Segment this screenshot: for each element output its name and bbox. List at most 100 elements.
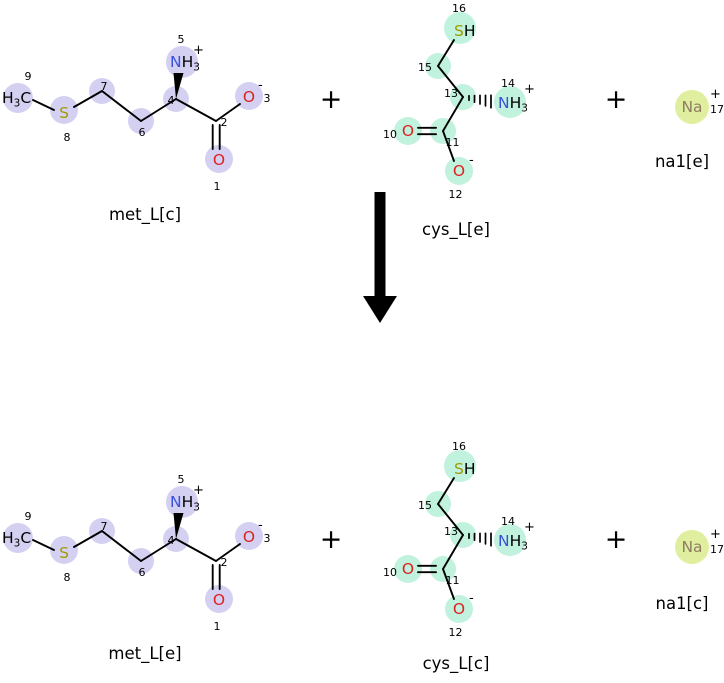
bond-set (32, 513, 241, 590)
atom-symbol-s16: SH (454, 22, 476, 40)
bond (442, 568, 455, 600)
atom-numbers: 16 15 13 14 11 10 12 (383, 440, 515, 639)
bond (442, 130, 455, 162)
atom-labels: H3C S NH3 + O O - (2, 43, 263, 169)
atom-charge-n14: + (524, 520, 535, 535)
atom-highlight-o3 (235, 522, 263, 550)
atom-highlight-c9 (3, 523, 33, 553)
atom-labels: H3C S NH3 + O O - (2, 483, 263, 609)
atom-charge-n5: + (193, 483, 204, 498)
atom-symbol-na17: Na (681, 98, 702, 116)
atom-number-12: 12 (449, 188, 463, 201)
atom-number-4: 4 (168, 94, 175, 107)
atom-number-2: 2 (221, 116, 228, 129)
reaction-arrow (363, 192, 397, 323)
atom-number-15: 15 (418, 61, 432, 74)
bond (442, 96, 464, 132)
atom-highlight-o1 (205, 585, 233, 613)
atom-number-7: 7 (101, 520, 108, 533)
atom-numbers: 16 15 13 14 11 10 12 (383, 2, 515, 201)
atom-number-13: 13 (444, 87, 458, 100)
atom-number-10: 10 (383, 566, 397, 579)
bond (175, 538, 217, 562)
atom-number-3: 3 (264, 532, 271, 545)
atom-number-17: 17 (710, 543, 724, 556)
atom-number-5: 5 (178, 33, 185, 46)
atom-highlight-na17 (675, 90, 709, 124)
reactant-met-label: met_L[c] (108, 205, 182, 224)
atom-charge-n14: + (524, 82, 535, 97)
atom-symbol-o3: O (243, 88, 255, 106)
atom-number-10: 10 (383, 128, 397, 141)
atom-number-6: 6 (139, 566, 146, 579)
atom-symbol-s8: S (59, 544, 69, 562)
bond-set (32, 73, 241, 150)
atom-number-9: 9 (25, 510, 32, 523)
atom-highlight-s16 (444, 12, 476, 44)
atom-symbol-o1: O (213, 151, 225, 169)
atom-highlight-o12 (445, 157, 473, 185)
atom-highlight-c9 (3, 83, 33, 113)
atom-highlight-n5 (166, 46, 198, 78)
atom-number-8: 8 (64, 571, 71, 584)
bond (140, 98, 177, 122)
reactant-met-structure: H3C S NH3 + O O - 9 8 7 6 4 5 2 1 3 (2, 33, 271, 193)
atom-symbol-s16: SH (454, 460, 476, 478)
atom-number-3: 3 (264, 92, 271, 105)
bond-set (417, 39, 492, 162)
atom-number-9: 9 (25, 70, 32, 83)
atom-number-6: 6 (139, 126, 146, 139)
atom-highlight-o10 (394, 555, 422, 583)
atom-highlight-s16 (444, 450, 476, 482)
arrow-stem (374, 192, 386, 298)
atom-number-16: 16 (452, 440, 466, 453)
plus-operator-2: + (604, 84, 628, 115)
atom-number-11: 11 (446, 136, 460, 149)
atom-symbol-n14: NH3 (498, 532, 528, 553)
atom-number-13: 13 (444, 525, 458, 538)
atom-symbol-n5: NH3 (170, 53, 200, 74)
product-met-label: met_L[e] (108, 644, 182, 663)
atom-symbol-o3: O (243, 528, 255, 546)
bond (175, 98, 217, 122)
atom-symbol-o1: O (213, 591, 225, 609)
atom-symbol-c9: H3C (2, 529, 31, 550)
bond (437, 503, 464, 536)
product-met-structure: H3C S NH3 + O O - 9 8 7 6 4 5 2 1 3 (2, 473, 271, 633)
wedge-bond (173, 73, 184, 99)
atom-number-2: 2 (221, 556, 228, 569)
atom-symbol-o10: O (402, 560, 414, 578)
atom-highlight-o12 (445, 595, 473, 623)
bond (101, 530, 142, 562)
product-na-label: na1[c] (655, 594, 709, 613)
bond (73, 530, 103, 548)
atom-highlight-o3 (235, 82, 263, 110)
atom-number-17: 17 (710, 103, 724, 116)
atom-number-14: 14 (501, 77, 515, 90)
plus-operator-1: + (319, 84, 343, 115)
atom-symbol-o12: O (453, 162, 465, 180)
atom-charge-o12: - (469, 591, 474, 606)
bond (101, 90, 142, 122)
bond (32, 99, 55, 111)
plus-operator-4: + (604, 524, 628, 555)
atom-charge-na17: + (710, 527, 721, 542)
atom-number-15: 15 (418, 499, 432, 512)
atom-number-7: 7 (101, 80, 108, 93)
atom-symbol-na17: Na (681, 538, 702, 556)
product-na-structure: Na + 17 (675, 527, 724, 564)
atom-highlight-na17 (675, 530, 709, 564)
atom-highlight-n5 (166, 486, 198, 518)
product-cys-structure: SH NH3 + O O - 16 15 13 14 11 10 12 (383, 440, 535, 639)
atom-symbol-n5: NH3 (170, 493, 200, 514)
atom-highlight-s8 (50, 536, 78, 564)
atom-highlight-s8 (50, 96, 78, 124)
atom-number-14: 14 (501, 515, 515, 528)
bond (215, 103, 241, 122)
bond (437, 477, 455, 505)
atom-number-1: 1 (214, 620, 221, 633)
atom-number-5: 5 (178, 473, 185, 486)
bond-set (417, 477, 492, 600)
atom-number-4: 4 (168, 534, 175, 547)
